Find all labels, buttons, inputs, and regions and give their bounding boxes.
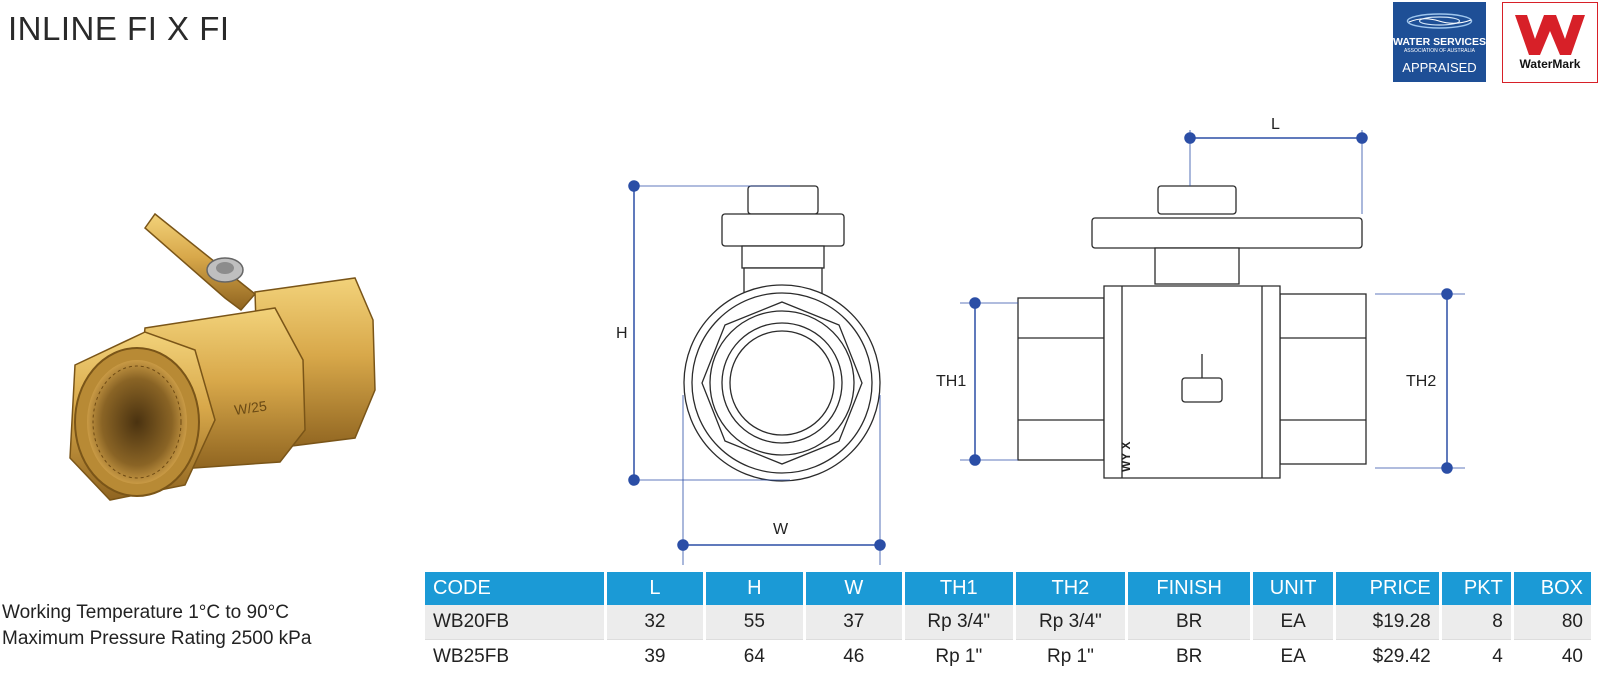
cell-th2: Rp 3/4" (1015, 605, 1126, 639)
wsaa-line3: APPRAISED (1402, 60, 1477, 75)
table-header-row: CODE L H W TH1 TH2 FINISH UNIT PRICE PKT… (425, 572, 1591, 605)
header-w: W (805, 572, 902, 605)
cell-unit: EA (1253, 605, 1334, 639)
header-finish: FINISH (1128, 572, 1251, 605)
wsaa-line1: WATER SERVICES (1393, 36, 1486, 48)
cell-code: WB20FB (425, 605, 604, 639)
header-code: CODE (425, 572, 604, 605)
page-title: INLINE FI X FI (8, 10, 230, 47)
wsaa-wave-icon (1406, 13, 1473, 29)
dimension-label-th2: TH2 (1406, 373, 1436, 390)
cell-unit: EA (1253, 639, 1334, 674)
cell-th2: Rp 1" (1015, 639, 1126, 674)
header-th1: TH1 (904, 572, 1013, 605)
wsaa-line2: ASSOCIATION OF AUSTRALIA (1403, 48, 1476, 54)
header-th2: TH2 (1015, 572, 1126, 605)
header-h: H (706, 572, 803, 605)
valve-marking: W/25 (233, 398, 268, 418)
cell-price: $29.42 (1336, 639, 1439, 674)
cell-h: 64 (706, 639, 803, 674)
dimension-label-h: H (616, 325, 628, 342)
table-row: WB20FB 32 55 37 Rp 3/4" Rp 3/4" BR EA $1… (425, 605, 1591, 639)
watermark-w-icon (1515, 15, 1585, 55)
cell-pkt: 8 (1441, 605, 1511, 639)
cell-finish: BR (1128, 605, 1251, 639)
cell-price: $19.28 (1336, 605, 1439, 639)
table-row: WB25FB 39 64 46 Rp 1" Rp 1" BR EA $29.42… (425, 639, 1591, 674)
header-l: L (606, 572, 704, 605)
cell-th1: Rp 1" (904, 639, 1013, 674)
specifications: Working Temperature 1°C to 90°C Maximum … (2, 600, 311, 652)
technical-drawing: H W L TH1 TH2 WY X (616, 116, 1465, 565)
dimension-label-l: L (1271, 116, 1280, 133)
spec-maximum-pressure: Maximum Pressure Rating 2500 kPa (2, 628, 312, 649)
header-pkt: PKT (1441, 572, 1511, 605)
product-table: CODE L H W TH1 TH2 FINISH UNIT PRICE PKT… (422, 572, 1594, 674)
header-box: BOX (1513, 572, 1591, 605)
cell-box: 40 (1513, 639, 1591, 674)
cell-finish: BR (1128, 639, 1251, 674)
ball-valve-product-photo: W/25 (69, 212, 376, 501)
cell-box: 80 (1513, 605, 1591, 639)
dimension-label-th1: TH1 (936, 373, 966, 390)
dimension-label-w: W (773, 521, 789, 538)
cell-pkt: 4 (1441, 639, 1511, 674)
cell-th1: Rp 3/4" (904, 605, 1013, 639)
header-price: PRICE (1336, 572, 1439, 605)
wsaa-appraised-badge: WATER SERVICES ASSOCIATION OF AUSTRALIA … (1393, 2, 1486, 82)
cell-code: WB25FB (425, 639, 604, 674)
body-marking: WY X (1119, 442, 1133, 472)
cell-w: 37 (805, 605, 902, 639)
cell-w: 46 (805, 639, 902, 674)
cell-l: 39 (606, 639, 704, 674)
watermark-logo: WaterMark (1502, 2, 1598, 83)
watermark-label: WaterMark (1519, 57, 1581, 71)
spec-working-temperature: Working Temperature 1°C to 90°C (2, 602, 289, 623)
header-unit: UNIT (1253, 572, 1334, 605)
cell-h: 55 (706, 605, 803, 639)
cell-l: 32 (606, 605, 704, 639)
